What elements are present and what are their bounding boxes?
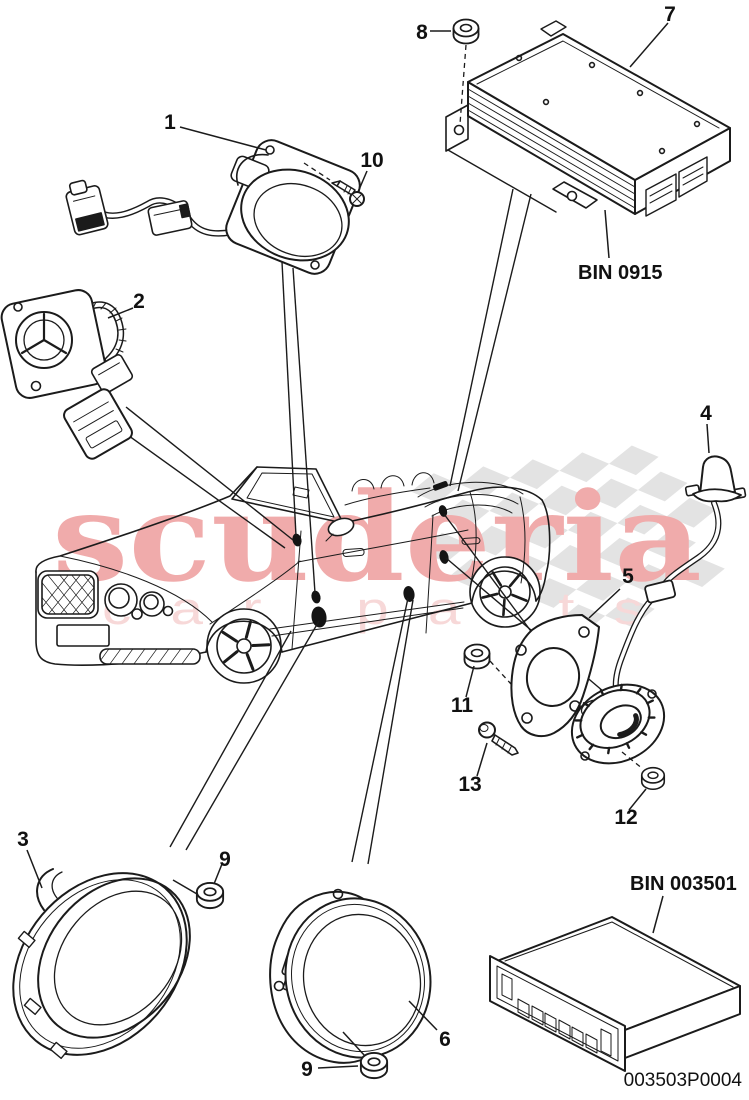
callout-8: 8	[416, 21, 428, 44]
bracket-illustration	[510, 614, 600, 738]
callout-7: 7	[664, 3, 676, 26]
radio-illustration	[489, 916, 741, 1072]
drawing-number: 003503P0004	[624, 1070, 743, 1091]
nut-illustration-9a	[195, 881, 225, 910]
screw-illustration-13	[478, 721, 519, 756]
callout-5: 5	[622, 565, 634, 588]
callout-4: 4	[700, 402, 712, 425]
callout-1: 1	[164, 111, 176, 134]
microphone-illustration	[612, 455, 747, 706]
amplifier-illustration	[445, 20, 731, 217]
callout-leader-lines	[26, 22, 710, 1069]
callout-3: 3	[17, 828, 29, 851]
watermark-brand-text: scuderia	[52, 465, 702, 609]
bin-003501-label: BIN 003501	[630, 873, 737, 895]
speaker-position-markers	[292, 481, 449, 628]
callout-2: 2	[133, 290, 145, 313]
nut-illustration-11	[463, 643, 491, 670]
small-speaker-illustration	[570, 683, 666, 765]
callout-6: 6	[439, 1028, 451, 1051]
oval-speaker-illustration	[12, 868, 191, 1060]
callout-12: 12	[614, 806, 637, 829]
door-speaker-illustration	[65, 139, 361, 275]
nut-illustration-9b	[359, 1051, 389, 1080]
callout-11: 11	[451, 694, 474, 717]
round-speaker-illustration	[269, 888, 432, 1064]
leader-lines	[110, 188, 611, 865]
tweeter-illustration	[0, 289, 134, 460]
callout-9a: 9	[219, 848, 231, 871]
car-illustration	[35, 466, 551, 684]
callout-9b: 9	[301, 1058, 313, 1081]
callout-10: 10	[360, 149, 383, 172]
screw-illustration-10	[331, 180, 365, 207]
callout-13: 13	[458, 773, 481, 796]
bin-0915-label: BIN 0915	[578, 262, 663, 284]
dashed-leader-lines	[303, 44, 644, 770]
nut-illustration-12	[640, 766, 666, 791]
cap-nut-illustration-8	[452, 18, 480, 45]
